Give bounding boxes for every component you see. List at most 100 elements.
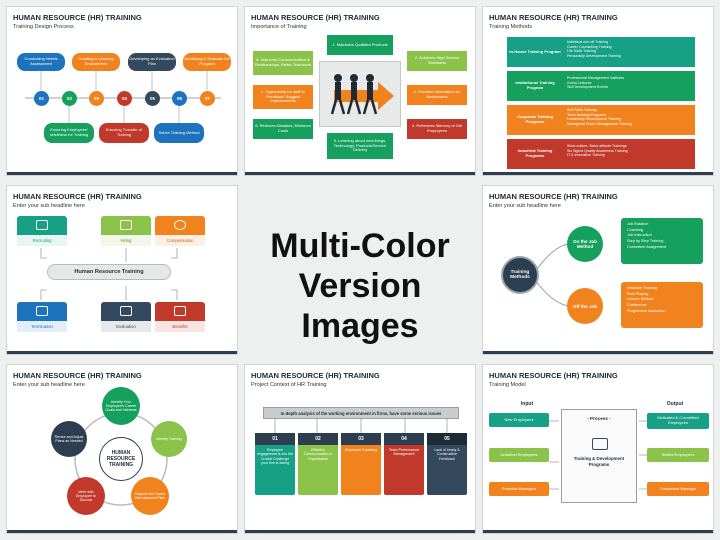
slide-subtitle: Enter your sub headline here bbox=[489, 203, 561, 209]
method-row-label: Corporate Training Programs bbox=[507, 105, 563, 135]
hr-card: Recruiting bbox=[17, 216, 67, 246]
column-number: 04 bbox=[384, 433, 424, 445]
list-item: Job Rotation bbox=[627, 222, 649, 226]
importance-box: 8. Improves Communication & Relationship… bbox=[253, 51, 313, 75]
method-item: Skill Development Events bbox=[567, 85, 608, 90]
slide-title: HUMAN RESOURCE (HR) TRAINING bbox=[251, 371, 380, 380]
method-item: Career Counselling Training bbox=[567, 44, 612, 49]
input-box: Unskilled Employees bbox=[489, 448, 549, 462]
list-item: Step by Step Training bbox=[627, 239, 664, 244]
cycle-node-label: Revise and Adjust Plans as Needed bbox=[54, 435, 84, 443]
center-heading-line-1: Multi-Color bbox=[270, 227, 450, 265]
slide-title: HUMAN RESOURCE (HR) TRAINING bbox=[13, 371, 142, 380]
column-number: 02 bbox=[298, 433, 338, 445]
cycle-node-label: Prepare the Career Development Plan bbox=[134, 492, 166, 500]
on-job-circle: On the Job Method bbox=[567, 226, 603, 262]
slide-thumbnail-training-model[interactable]: HUMAN RESOURCE (HR) TRAINING Training Mo… bbox=[482, 364, 714, 534]
slide-title: HUMAN RESOURCE (HR) TRAINING bbox=[489, 13, 618, 22]
slide-thumbnail-training-methods[interactable]: HUMAN RESOURCE (HR) TRAINING Training Me… bbox=[482, 6, 714, 176]
slide-thumbnail-project-context[interactable]: HUMAN RESOURCE (HR) TRAINING Project Con… bbox=[244, 364, 476, 534]
slide-title: HUMAN RESOURCE (HR) TRAINING bbox=[489, 371, 618, 380]
slide-footer-bar bbox=[245, 530, 475, 533]
method-row-items: Soft Skills Training Team Building Progr… bbox=[563, 105, 695, 135]
slide-subtitle: Training Design Process bbox=[13, 24, 74, 30]
method-row-items: Work-culture- Basic attitude Trainings S… bbox=[563, 139, 695, 169]
step-box: Ensuring Employees' readiness for Traini… bbox=[44, 123, 94, 143]
method-item: Professional Management Institutes bbox=[567, 76, 625, 80]
step-box: Conducting Needs Assessment bbox=[17, 53, 65, 71]
step-number: 01 bbox=[34, 91, 49, 106]
cycle-node: Prepare the Career Development Plan bbox=[131, 477, 169, 515]
slide-subtitle: Project Context of HR Training bbox=[251, 382, 327, 388]
slide-thumbnail-career-cycle[interactable]: HUMAN RESOURCE (HR) TRAINING Enter your … bbox=[6, 364, 238, 534]
list-item: Role Playing bbox=[627, 291, 649, 296]
importance-box: 1. Maintains Qualified Products bbox=[327, 35, 393, 55]
importance-box: 3. Provides Information for Newcomers bbox=[407, 85, 467, 105]
importance-box: 5. Learning about new things, Technology… bbox=[327, 133, 393, 159]
column-text: Employee engagement is low the Crucial C… bbox=[257, 448, 293, 466]
cycle-node: Identify Your Employee's Career Goals an… bbox=[102, 387, 140, 425]
center-heading-line-2: Version Images bbox=[298, 267, 422, 345]
method-row-label: In-House Training Program bbox=[507, 37, 563, 67]
process-center-label: Training & Development Programs bbox=[573, 456, 625, 467]
context-column: 03 Employee Coaching bbox=[341, 433, 381, 495]
importance-box: 2. Achieves High Service Standards bbox=[407, 51, 467, 71]
method-item: Soft Skills Training bbox=[567, 108, 597, 112]
slide-subtitle: Enter your sub headline here bbox=[13, 382, 85, 388]
method-item: Team Building Programs bbox=[567, 112, 607, 117]
input-box: New Employees bbox=[489, 413, 549, 427]
context-column: 01 Employee engagement is low the Crucia… bbox=[255, 433, 295, 495]
slide-title: HUMAN RESOURCE (HR) TRAINING bbox=[13, 13, 142, 22]
slide-footer-bar bbox=[483, 172, 713, 175]
slide-title: HUMAN RESOURCE (HR) TRAINING bbox=[251, 13, 380, 22]
cycle-node: Revise and Adjust Plans as Needed bbox=[51, 421, 87, 457]
step-box: Ensuring Transfer of Training bbox=[99, 123, 149, 143]
slide-subtitle: Training Model bbox=[489, 382, 526, 388]
slide-thumbnail-training-design-process[interactable]: HUMAN RESOURCE (HR) TRAINING Training De… bbox=[6, 6, 238, 176]
hr-card: Evaluation bbox=[101, 302, 151, 332]
slide-thumbnail-training-methods-tree[interactable]: HUMAN RESOURCE (HR) TRAINING Enter your … bbox=[482, 185, 714, 355]
step-box: Identifying & Evaluate the Program bbox=[183, 53, 231, 71]
method-row-label: Institutional Training Program bbox=[507, 71, 563, 101]
hr-card: Benefits bbox=[155, 302, 205, 332]
method-row-label: Industrial Training Programs bbox=[507, 139, 563, 169]
output-box: Competent Manager bbox=[647, 482, 709, 496]
teamwork-illustration bbox=[319, 61, 401, 127]
hr-card-label: Benefits bbox=[155, 321, 205, 332]
method-item: Leadership Development Training bbox=[567, 117, 621, 122]
cycle-node: Identify Training bbox=[151, 421, 187, 457]
banner-connectors bbox=[274, 419, 448, 433]
input-heading: Input bbox=[520, 401, 534, 407]
cycle-center-label: HUMAN RESOURCE TRAINING bbox=[106, 450, 136, 468]
step-number: 06 bbox=[172, 91, 187, 106]
column-text: Lack of timely & Constructive Feedback bbox=[434, 448, 460, 461]
hub-circle: Training Methods bbox=[501, 256, 539, 294]
column-text: Employee Coaching bbox=[344, 448, 378, 452]
importance-box: 6. Reduces Mistakes, Minimum Costs bbox=[253, 119, 313, 139]
list-item: Conference bbox=[627, 303, 647, 308]
cycle-node-label: Meet with Employee to Discuss bbox=[76, 490, 96, 502]
slide-footer-bar bbox=[7, 530, 237, 533]
process-label: - Process - bbox=[587, 416, 611, 421]
on-job-list: Job Rotation Coaching Job Instruction St… bbox=[621, 218, 703, 264]
step-box: Developing an Evaluation Plan bbox=[128, 53, 176, 71]
off-job-circle: Off the Job bbox=[567, 288, 603, 324]
hr-card-label: Hiring bbox=[101, 235, 151, 246]
slide-thumbnail-importance-of-training[interactable]: HUMAN RESOURCE (HR) TRAINING Importance … bbox=[244, 6, 476, 176]
hub-center-pill: Human Resource Training bbox=[47, 264, 171, 280]
slide-thumbnail-hr-training-hub[interactable]: HUMAN RESOURCE (HR) TRAINING Enter your … bbox=[6, 185, 238, 355]
step-number: 07 bbox=[200, 91, 215, 106]
list-item: Programme Instruction bbox=[627, 308, 666, 313]
slide-footer-bar bbox=[483, 351, 713, 354]
slide-footer-bar bbox=[7, 172, 237, 175]
on-job-label: On the Job Method bbox=[573, 239, 597, 249]
hr-card: Termination bbox=[17, 302, 67, 332]
step-number: 05 bbox=[145, 91, 160, 106]
hr-card-label: Termination bbox=[17, 321, 67, 332]
step-box: Select Training Method bbox=[154, 123, 204, 143]
input-box: Potential Managers bbox=[489, 482, 549, 496]
team-icon bbox=[592, 438, 608, 450]
cycle-node-label: Identify Training bbox=[156, 437, 182, 441]
hr-card-label: Evaluation bbox=[101, 321, 151, 332]
importance-box: 4. Refreshes Memory of Old Employees bbox=[407, 119, 467, 139]
